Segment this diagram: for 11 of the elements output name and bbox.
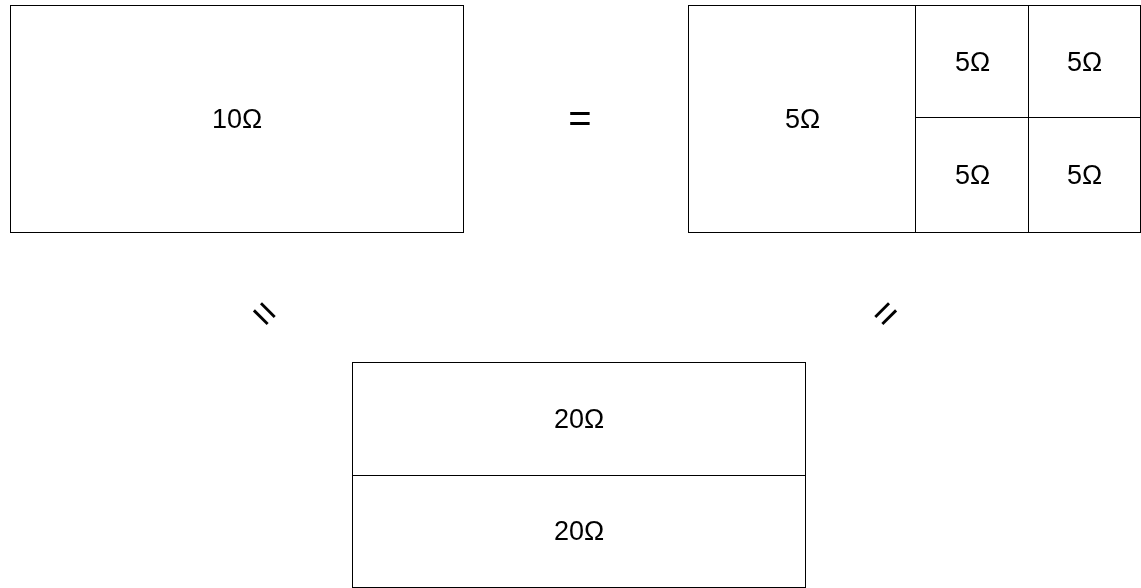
equals-sign: = [240,288,290,339]
equals-sign: = [860,288,910,339]
resistor-block: 5Ω [915,5,1030,119]
resistor-block: 5Ω [1028,117,1141,233]
resistor-block: 5Ω [915,117,1030,233]
equals-sign: = [567,98,593,138]
resistor-block: 5Ω [1028,5,1141,119]
resistor-block: 20Ω [352,475,806,588]
resistor-block: 20Ω [352,362,806,477]
resistor-block: 5Ω [688,5,917,233]
resistor-block: 10Ω [10,5,464,233]
